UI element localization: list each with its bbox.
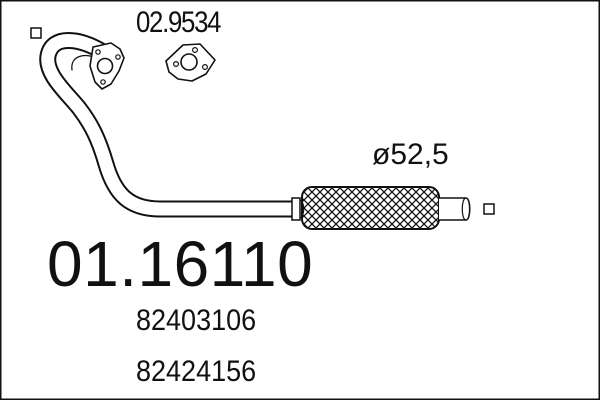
gasket-part-number: 02.9534 <box>136 6 222 39</box>
start-end-marker-icon <box>30 27 42 39</box>
article-number: 01.16110 <box>47 228 314 300</box>
braided-flex-section <box>291 186 440 230</box>
outlet-end-marker-icon <box>483 203 495 215</box>
pipe-diameter-label: ø52,5 <box>372 138 449 171</box>
oem-number-1: 82403106 <box>136 304 257 337</box>
inlet-flange <box>89 42 125 90</box>
oem-number-2: 82424156 <box>136 355 257 388</box>
triangular-gasket-icon <box>165 43 216 82</box>
outlet-pipe-stub <box>439 197 471 221</box>
